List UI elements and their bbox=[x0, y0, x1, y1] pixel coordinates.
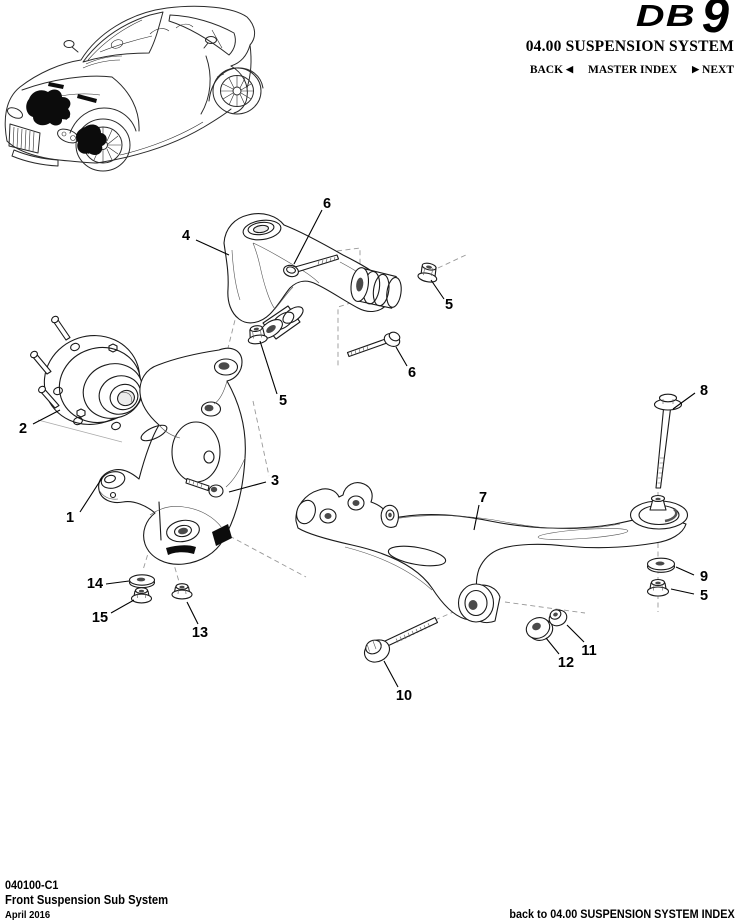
callout-labels: 6 4 5 6 5 2 3 1 8 7 9 5 14 15 13 11 12 1… bbox=[19, 196, 708, 704]
nav-back-link[interactable]: BACK bbox=[529, 64, 564, 76]
car-location-thumbnail bbox=[4, 5, 264, 172]
document-code: 040100-C1 bbox=[5, 878, 59, 893]
callout-14: 14 bbox=[87, 576, 103, 592]
wheel-studs bbox=[30, 315, 71, 409]
next-arrow-icon[interactable]: ▶ bbox=[692, 63, 700, 74]
windshield bbox=[82, 11, 164, 63]
footer-left: 040100-C1 Front Suspension Sub System Ap… bbox=[5, 878, 168, 922]
nut-11 bbox=[548, 609, 568, 627]
arm-slot bbox=[387, 545, 447, 567]
callout-3: 3 bbox=[271, 473, 279, 489]
nav-next-link[interactable]: NEXT bbox=[702, 64, 734, 76]
callout-11: 11 bbox=[581, 643, 596, 659]
callout-5-upper: 5 bbox=[445, 297, 453, 313]
callout-4: 4 bbox=[182, 228, 190, 244]
upper-control-arm bbox=[223, 213, 402, 340]
hood-shutline bbox=[21, 75, 140, 132]
arm-tab bbox=[380, 504, 399, 528]
bolt-6-lower bbox=[346, 331, 401, 358]
washer-12 bbox=[525, 617, 554, 641]
callout-2: 2 bbox=[19, 421, 27, 437]
hub-bolt-head bbox=[76, 408, 86, 418]
callout-5-knuckle: 5 bbox=[279, 393, 287, 409]
side-glass bbox=[168, 14, 236, 56]
callout-15: 15 bbox=[92, 610, 108, 626]
document-date: April 2016 bbox=[5, 908, 51, 921]
bolt-6-upper bbox=[283, 254, 340, 278]
callout-1: 1 bbox=[66, 510, 74, 526]
construction-lines bbox=[37, 247, 659, 621]
washer-14 bbox=[128, 574, 156, 589]
nut-13 bbox=[171, 583, 193, 600]
callout-12: 12 bbox=[558, 655, 574, 671]
bolt-10 bbox=[363, 616, 439, 663]
steering-knuckle bbox=[98, 347, 246, 565]
highlighted-suspension-wheel bbox=[75, 124, 107, 156]
upper-arm-front-bushing bbox=[259, 305, 304, 340]
door-line bbox=[200, 55, 211, 115]
side-mirror bbox=[63, 36, 217, 53]
wheel-hub-assembly bbox=[30, 315, 144, 431]
callout-6-upper: 6 bbox=[323, 196, 331, 212]
logo-db-text: DB bbox=[635, 0, 696, 33]
nut-5-knuckle bbox=[247, 325, 268, 345]
callout-7: 7 bbox=[479, 490, 487, 506]
nut-15 bbox=[130, 587, 153, 604]
hood-vent bbox=[48, 82, 64, 89]
logo-9-text: 9 bbox=[701, 0, 729, 43]
wipers bbox=[82, 55, 123, 69]
callout-leader-lines bbox=[32, 209, 696, 688]
rear-wheel bbox=[212, 67, 262, 115]
nav-master-index-link[interactable]: MASTER INDEX bbox=[587, 64, 678, 76]
washer-9 bbox=[646, 557, 676, 573]
upper-ball-joint bbox=[242, 219, 282, 241]
knuckle-slot bbox=[140, 424, 168, 442]
bolt-8 bbox=[653, 393, 683, 489]
nut-5-upper bbox=[417, 262, 438, 283]
callout-13: 13 bbox=[192, 625, 208, 641]
hood-vent bbox=[77, 94, 97, 103]
interior-hint bbox=[99, 23, 194, 53]
db9-logo: DB 9 bbox=[636, 0, 729, 43]
callout-8: 8 bbox=[700, 383, 708, 399]
lower-control-arm bbox=[295, 482, 689, 624]
grille bbox=[8, 123, 59, 167]
nut-5-lower-arm bbox=[646, 578, 670, 597]
callout-10: 10 bbox=[396, 688, 412, 704]
highlighted-suspension-front bbox=[26, 89, 71, 126]
hub-bolt-head bbox=[108, 343, 118, 353]
callout-9: 9 bbox=[700, 569, 708, 585]
document-title: Front Suspension Sub System bbox=[5, 893, 169, 908]
upper-arm-rear-bushing bbox=[350, 267, 402, 309]
callout-5-arm: 5 bbox=[700, 588, 708, 604]
rear-eye-bushing bbox=[629, 494, 689, 530]
section-title: 04.00 SUSPENSION SYSTEM bbox=[525, 38, 734, 55]
back-to-index-link[interactable]: back to 04.00 SUSPENSION SYSTEM INDEX bbox=[509, 909, 735, 921]
front-pivot-bushing bbox=[457, 583, 501, 624]
header-nav: BACK ◀ MASTER INDEX ▶ NEXT bbox=[529, 63, 734, 77]
headlight bbox=[7, 107, 23, 119]
back-arrow-icon[interactable]: ◀ bbox=[566, 63, 573, 74]
bolt-3 bbox=[185, 477, 224, 498]
callout-6-lower: 6 bbox=[408, 365, 416, 381]
front-wheel-arch bbox=[69, 107, 137, 134]
rear-wheel-arch bbox=[208, 67, 264, 102]
